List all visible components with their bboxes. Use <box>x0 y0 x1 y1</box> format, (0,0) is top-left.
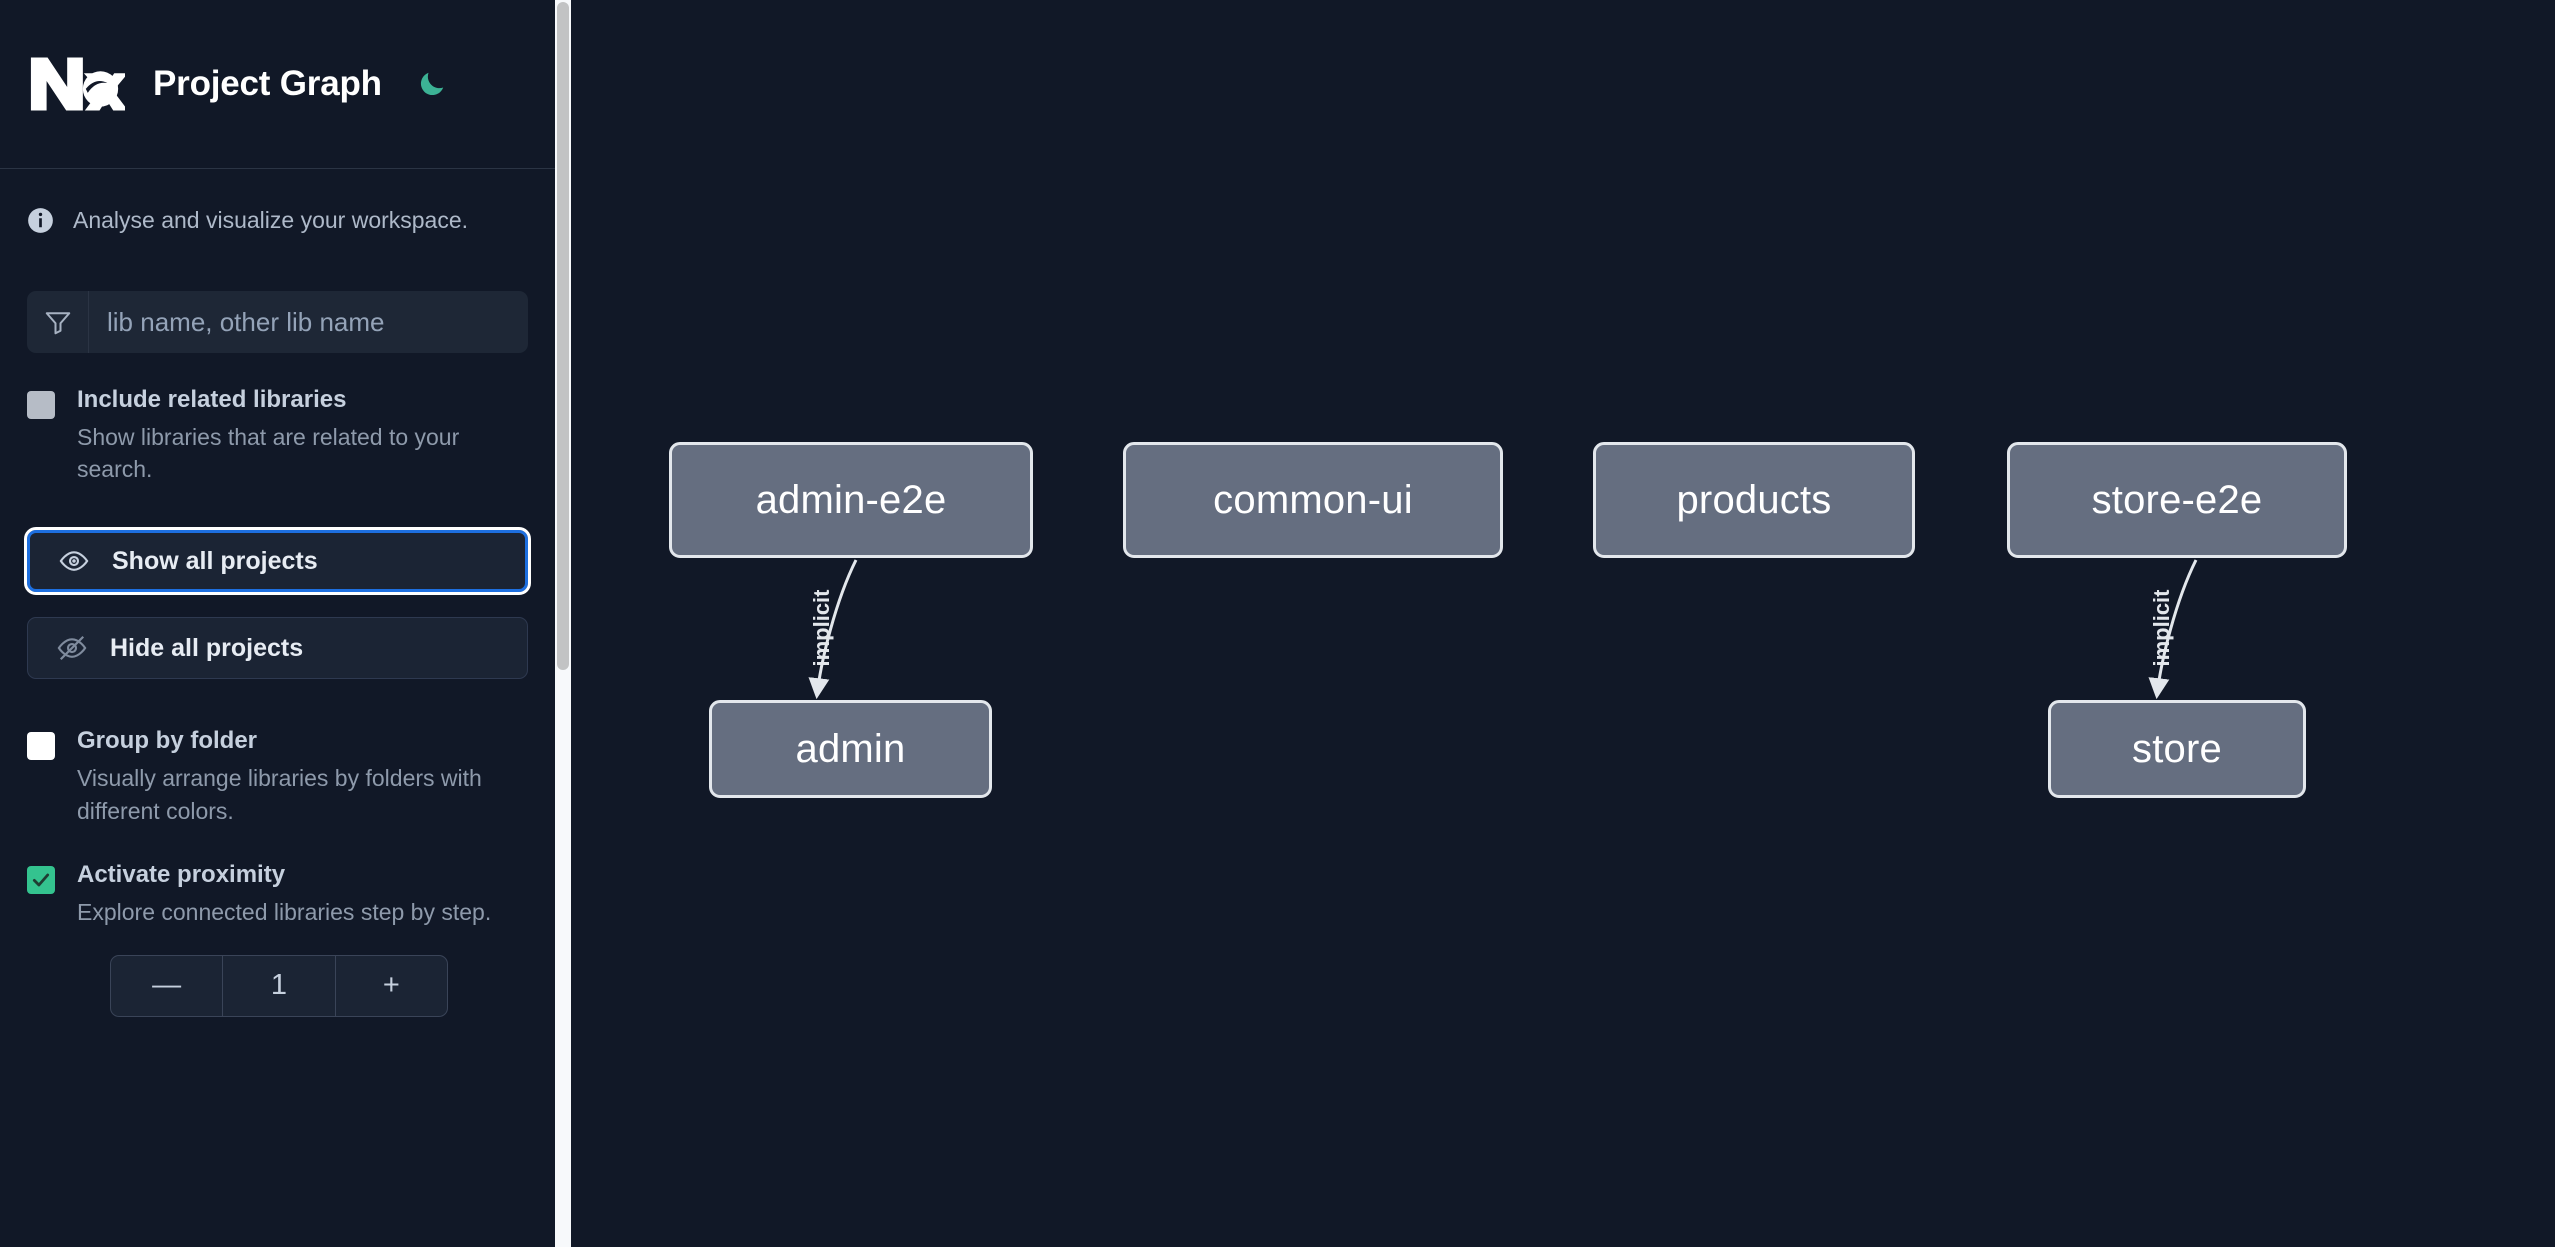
edge-admin-e2e-admin <box>808 559 858 700</box>
edge-store-e2e-store <box>2148 559 2198 700</box>
graph-node-admin[interactable]: admin <box>709 700 992 798</box>
group-by-folder-checkbox[interactable] <box>27 732 55 761</box>
option-label: Activate proximity <box>77 861 286 889</box>
page-title: Project Graph <box>153 64 382 103</box>
nx-logo-icon <box>30 57 125 111</box>
eye-icon <box>59 551 89 571</box>
include-related-libraries-checkbox[interactable] <box>27 391 55 419</box>
edge-label-implicit: implicit <box>2149 589 2174 667</box>
proximity-stepper: — 1 + <box>110 954 448 1017</box>
sidebar-header: Project Graph <box>0 0 555 169</box>
activate-proximity-checkbox[interactable] <box>27 866 55 895</box>
edge-label-implicit: implicit <box>809 589 834 667</box>
workspace-info: Analyse and visualize your workspace. <box>0 207 555 234</box>
option-group-by-folder[interactable]: Group by folder Visually arrange librari… <box>0 727 555 827</box>
eye-off-icon <box>57 636 87 661</box>
graph-node-products[interactable]: products <box>1593 442 1915 558</box>
node-label: admin <box>795 726 906 771</box>
proximity-increment-button[interactable]: + <box>334 955 447 1016</box>
graph-canvas[interactable]: implicit implicit admin-e2e common-ui pr… <box>571 0 2555 1247</box>
option-description: Explore connected libraries step by step… <box>77 899 492 926</box>
filter-funnel-icon <box>27 291 89 353</box>
option-label: Group by folder <box>77 727 257 755</box>
node-label: admin-e2e <box>755 477 947 522</box>
sidebar: Project Graph Analyse and visualize your… <box>0 0 555 1247</box>
option-description: Visually arrange libraries by folders wi… <box>77 764 482 824</box>
option-description: Show libraries that are related to your … <box>77 423 460 483</box>
node-label: common-ui <box>1213 477 1413 522</box>
hide-all-projects-button[interactable]: Hide all projects <box>27 617 528 680</box>
graph-node-store-e2e[interactable]: store-e2e <box>2007 442 2347 558</box>
show-all-projects-label: Show all projects <box>112 546 318 575</box>
option-include-related-libraries[interactable]: Include related libraries Show libraries… <box>0 386 555 486</box>
workspace-info-text: Analyse and visualize your workspace. <box>73 207 469 233</box>
check-icon <box>32 873 50 887</box>
node-label: store <box>2132 726 2222 771</box>
node-label: store-e2e <box>2091 477 2263 522</box>
proximity-value: 1 <box>222 955 334 1016</box>
graph-node-common-ui[interactable]: common-ui <box>1123 442 1503 558</box>
hide-all-projects-label: Hide all projects <box>110 633 304 662</box>
sidebar-scrollbar-thumb[interactable] <box>557 2 569 670</box>
proximity-decrement-button[interactable]: — <box>152 969 182 1002</box>
moon-icon[interactable] <box>412 64 452 104</box>
option-activate-proximity[interactable]: Activate proximity Explore connected lib… <box>0 861 555 928</box>
node-label: products <box>1676 477 1832 522</box>
search-input[interactable] <box>89 291 528 353</box>
graph-edges: implicit implicit <box>808 559 2198 700</box>
graph-node-store[interactable]: store <box>2048 700 2306 798</box>
search-box <box>27 291 528 353</box>
option-label: Include related libraries <box>77 386 347 413</box>
show-all-projects-button[interactable]: Show all projects <box>24 527 531 596</box>
info-icon <box>28 208 53 233</box>
graph-node-admin-e2e[interactable]: admin-e2e <box>669 442 1033 558</box>
